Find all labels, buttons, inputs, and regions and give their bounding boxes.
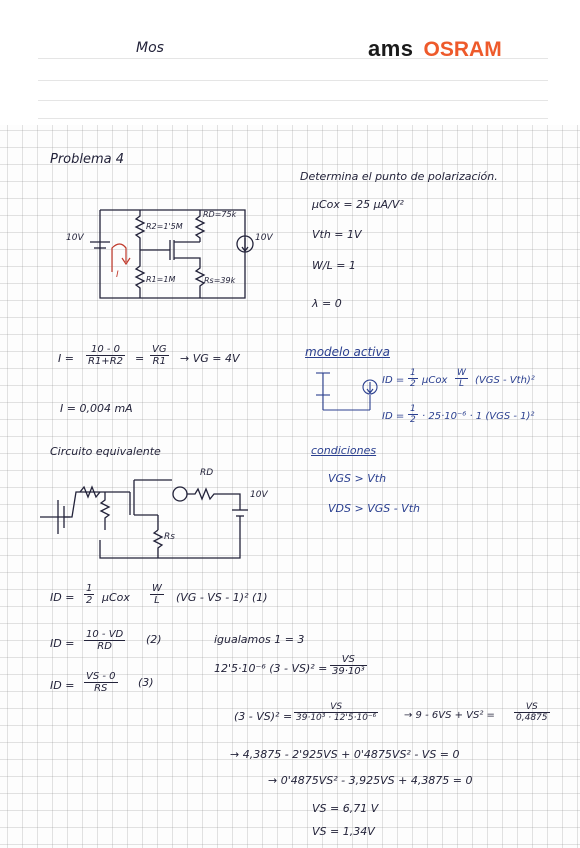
eq1-f2-den: R1 [152, 356, 166, 367]
modelo-eq1-half-num: 1 [408, 368, 418, 379]
circuit1-r2-label: R2=1'5M [146, 222, 183, 231]
step4: → 0'4875VS² - 3,925VS + 4,3875 = 0 [268, 774, 473, 787]
id-eq1-lhs: ID = [50, 591, 75, 604]
param-wl: W/L = 1 [312, 259, 356, 272]
problem-task: Determina el punto de polarización. [300, 170, 498, 183]
header-line [38, 100, 548, 101]
circuit1-source-left: 10V [66, 233, 84, 243]
id-eq3-den: RS [94, 683, 108, 694]
id-eq1-w: W [150, 583, 164, 595]
id-eq1-rhs: (VG - VS - 1)² (1) [176, 591, 268, 604]
eq1-lhs: I = [58, 352, 74, 365]
step2-lhs: (3 - VS)² = [234, 710, 293, 723]
id-eq3-lhs: ID = [50, 679, 75, 692]
problem-title: Problema 4 [50, 152, 125, 167]
condiciones-title: condiciones [311, 444, 377, 457]
param-lambda: λ = 0 [312, 297, 342, 310]
modelo-eq1-half-den: 2 [410, 379, 416, 389]
id-eq2-lhs: ID = [50, 637, 75, 650]
vs-solution-1: VS = 6,71 V [312, 802, 379, 815]
step2-num: VS [294, 702, 379, 713]
eq1-f1-den: R1+R2 [88, 356, 123, 367]
logo-ams: ams [368, 36, 414, 61]
id-eq3-fraction: VS - 0 RS [84, 671, 118, 694]
modelo-eq2-half-num: 1 [408, 404, 418, 415]
current-value: I = 0,004 mA [60, 402, 133, 415]
circuit1-source-right: 10V [255, 233, 273, 243]
page-header-band [0, 0, 580, 125]
condicion-2: VDS > VGS - Vth [328, 502, 420, 515]
id-eq1-l: L [154, 595, 160, 606]
step2-fraction-2: VS 0,4875 [514, 702, 550, 723]
id-eq1-half-num: 1 [84, 583, 95, 595]
modelo-eq2-half-den: 2 [410, 415, 416, 425]
logo-osram: OSRAM [423, 38, 502, 61]
id-eq3-num: VS - 0 [84, 671, 118, 683]
modelo-title: modelo activa [305, 345, 390, 359]
id-eq1-mid: μCox [102, 591, 130, 604]
equivalente-rd-label: RD [200, 468, 214, 478]
id-eq2-tag: (2) [146, 633, 162, 646]
circuit1-r1-label: R1=1M [146, 275, 176, 284]
id-eq2-den: RD [97, 641, 112, 652]
id-eq1-wl: W L [150, 583, 164, 606]
modelo-eq2-half: 1 2 [408, 404, 418, 425]
vs-solution-2: VS = 1,34V [312, 825, 375, 838]
modelo-eq1-rhs: (VGS - Vth)² [475, 375, 535, 386]
param-vth: Vth = 1V [312, 228, 362, 241]
modelo-eq1-mid: μCox [422, 375, 448, 386]
eq1-fraction-1: 10 - 0 R1+R2 [86, 344, 125, 367]
modelo-eq1-w: W [455, 368, 468, 379]
eq1-f1-num: 10 - 0 [86, 344, 125, 356]
modelo-eq2-rhs: · 25·10⁻⁶ · 1 (VGS - 1)² [422, 411, 535, 422]
modelo-eq1-half: 1 2 [408, 368, 418, 389]
equivalente-rs-label: Rs [164, 532, 175, 542]
step1-num: VS [330, 654, 367, 666]
brand-logo: ams OSRAM [368, 36, 502, 62]
equivalente-title: Circuito equivalente [50, 445, 161, 458]
circuit1-rd-label: RD=75k [203, 210, 237, 219]
equivalente-source-label: 10V [250, 490, 268, 500]
id-eq3-tag: (3) [138, 676, 154, 689]
step2-den2: 0,4875 [516, 713, 548, 723]
bias-circuit-diagram [90, 209, 254, 299]
author-name: Mos [136, 40, 164, 56]
step2-fraction: VS 39·10³ · 12'5·10⁻⁶ [294, 702, 379, 723]
step2-num2: VS [514, 702, 550, 713]
param-mucox: μCox = 25 μA/V² [312, 198, 404, 211]
model-small-diagram [316, 372, 378, 411]
eq1-result: → VG = 4V [180, 352, 240, 365]
id-eq2-fraction: 10 - VD RD [84, 629, 126, 652]
id-eq1-half-den: 2 [86, 595, 93, 606]
equivalent-circuit-diagram [40, 479, 248, 559]
modelo-eq1-l: L [458, 379, 464, 389]
modelo-eq1-lhs: ID = [382, 375, 405, 386]
eq1-fraction-2: VG R1 [150, 344, 169, 367]
header-line [38, 58, 548, 59]
id-eq1-half: 1 2 [84, 583, 95, 606]
eq1-equals: = [135, 352, 145, 365]
step1-lhs: 12'5·10⁻⁶ (3 - VS)² = [214, 662, 328, 675]
step3: → 4,3875 - 2'925VS + 0'4875VS² - VS = 0 [230, 748, 460, 761]
circuit1-current-label: I [116, 270, 119, 280]
modelo-eq1-wl: W L [455, 368, 468, 389]
step1-fraction: VS 39·10³ [330, 654, 367, 677]
modelo-eq2-lhs: ID = [382, 411, 405, 422]
id-eq2-num: 10 - VD [84, 629, 126, 641]
condicion-1: VGS > Vth [328, 472, 387, 485]
header-line [38, 118, 548, 119]
step2-den: 39·10³ · 12'5·10⁻⁶ [296, 713, 377, 723]
circuit1-rs-label: Rs=39k [204, 276, 236, 285]
step2-mid: → 9 - 6VS + VS² = [404, 710, 495, 721]
step1-den: 39·10³ [332, 666, 365, 677]
header-line [38, 80, 548, 81]
eq1-f2-num: VG [150, 344, 169, 356]
igualamos-note: igualamos 1 = 3 [214, 633, 305, 646]
